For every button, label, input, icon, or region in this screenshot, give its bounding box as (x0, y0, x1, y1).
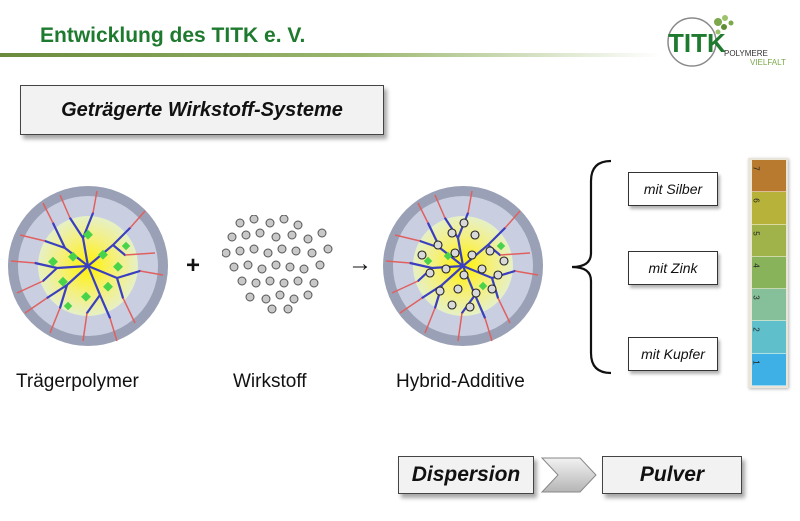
swatch-cell: 5 (751, 224, 786, 257)
pulver-box: Pulver (602, 456, 742, 494)
dispersion-box: Dispersion (398, 456, 534, 494)
swatch-column: 7 6 5 4 3 2 1 (752, 160, 786, 386)
wirkstoff-particles (222, 215, 333, 314)
swatch-cell: 3 (751, 289, 786, 322)
reaction-arrow: → (348, 250, 372, 277)
swatch-number: 4 (751, 263, 761, 268)
variant-zink-box: mit Zink (628, 251, 718, 285)
titk-logo: TITK POLYMERE VIELFALT (667, 15, 786, 67)
swatch-number: 5 (751, 230, 761, 236)
hybrid-additive-label: Hybrid-Additive (396, 371, 525, 392)
variant-silber-box: mit Silber (628, 172, 718, 206)
traegerpolymer-label: Trägerpolymer (16, 371, 139, 392)
logo-line2: VIELFALT (750, 58, 786, 67)
page-title: Entwicklung des TITK e. V. (40, 24, 306, 47)
swatch-cell: 7 (751, 160, 786, 193)
header-divider (0, 53, 660, 57)
swatch-cell: 4 (751, 256, 786, 290)
swatch-number: 6 (751, 198, 761, 204)
wirkstoff-label: Wirkstoff (233, 371, 307, 392)
swatch-number: 7 (751, 166, 761, 171)
hybrid-additive-illustration (383, 186, 543, 346)
variant-kupfer-box: mit Kupfer (628, 337, 718, 371)
curly-brace (571, 159, 612, 375)
section-title-box: Geträgerte Wirkstoff-Systeme (20, 85, 384, 135)
swatch-cell: 1 (751, 353, 786, 386)
process-chevron (540, 457, 597, 493)
sample-vials-photo: 7 6 5 4 3 2 1 (748, 158, 788, 388)
plus-sign: + (186, 252, 201, 279)
swatch-number: 2 (751, 327, 761, 333)
swatch-cell: 2 (751, 321, 786, 354)
swatch-number: 3 (751, 295, 761, 300)
swatch-number: 1 (751, 359, 761, 365)
traegerpolymer-illustration (8, 186, 168, 346)
logo-line1: POLYMERE (724, 49, 768, 58)
swatch-cell: 6 (751, 192, 786, 225)
